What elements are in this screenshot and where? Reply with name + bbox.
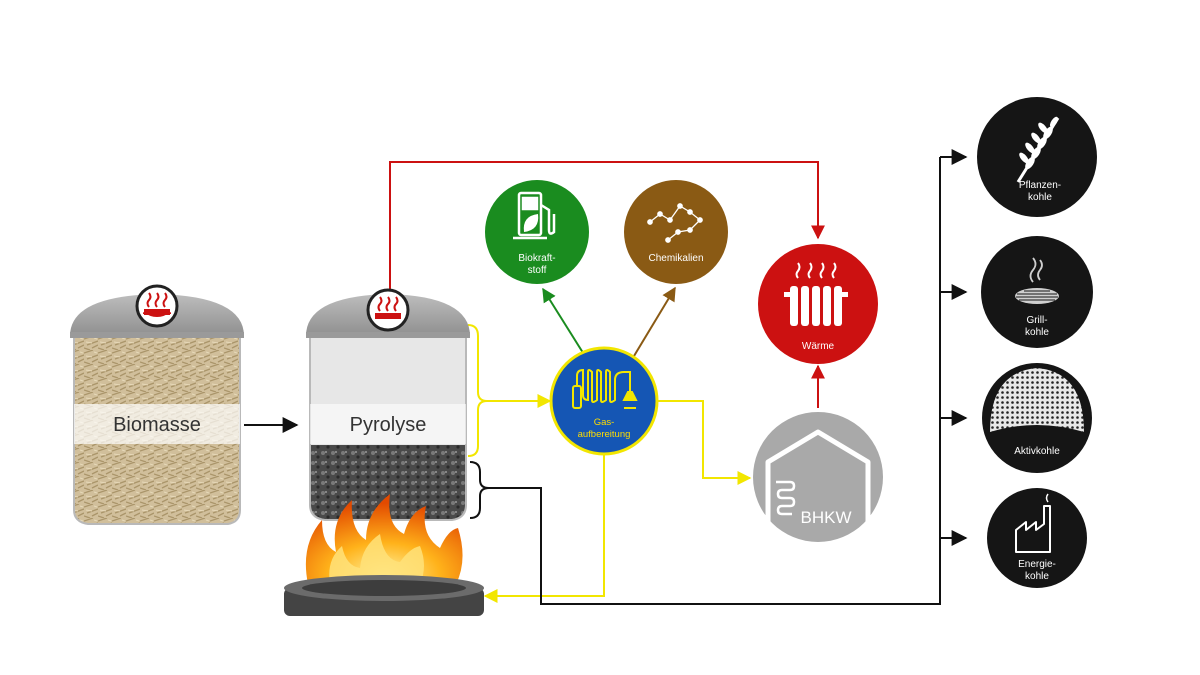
yellow-gas-brace (467, 324, 488, 457)
yellow-connector-gas-bhkw (658, 400, 752, 485)
bhkw-node: BHKW (753, 412, 883, 542)
burner (284, 575, 484, 616)
heat-icon-pyrolysis (366, 288, 410, 332)
bhkw-label: BHKW (801, 508, 852, 527)
yellow-connector-gas-burner (483, 450, 605, 603)
heat-label: Wärme (802, 341, 835, 352)
biomass-container: Biomasse (70, 294, 244, 525)
smoke-icon (1029, 257, 1043, 283)
fuel-pump-icon (513, 191, 556, 240)
coil-icon (776, 480, 796, 516)
radiator-icon (784, 286, 848, 326)
pyrolysis-container: Pyrolyse (306, 294, 470, 521)
chemicals-node: Chemikalien (624, 180, 728, 284)
activated-charcoal-label: Aktivkohle (1014, 446, 1060, 457)
biofuel-label-2: stoff (528, 265, 547, 276)
energy-charcoal-label-1: Energie- (1018, 559, 1056, 570)
biofuel-node: Biokraft- stoff (485, 180, 589, 284)
gas-treatment-label-2: aufbereitung (578, 429, 631, 440)
plant-charcoal-label-2: kohle (1028, 192, 1052, 203)
activated-carbon-pattern-icon (990, 368, 1084, 432)
plant-charcoal-label-1: Pflanzen- (1019, 180, 1061, 191)
leaf-icon (523, 214, 539, 232)
char-fill (311, 445, 465, 519)
molecule-icon (647, 203, 703, 243)
grill-charcoal-node: Grill- kohle (981, 236, 1093, 348)
factory-icon (1015, 505, 1051, 553)
black-char-brace (469, 461, 490, 519)
heat-waves-icon (795, 262, 837, 279)
grill-charcoal-label-1: Grill- (1026, 315, 1047, 326)
biomass-label: Biomasse (113, 414, 201, 436)
grill-charcoal-label-2: kohle (1025, 327, 1049, 338)
biomass-label-band (74, 404, 240, 444)
lab-apparatus-icon (572, 368, 638, 409)
chemicals-label: Chemikalien (648, 253, 703, 264)
green-connector-gas-biofuel (542, 287, 586, 357)
chimney-smoke-icon (1045, 493, 1049, 503)
grill-grate-icon (1015, 288, 1059, 304)
activated-charcoal-node: Aktivkohle (982, 363, 1092, 473)
house-icon (765, 429, 871, 524)
fire-icon (305, 494, 463, 584)
gas-treatment-node: Gas- aufbereitung (549, 346, 659, 456)
pyrolysis-label: Pyrolyse (350, 414, 427, 436)
heat-node: Wärme (758, 244, 878, 364)
energy-charcoal-node: Energie- kohle (987, 488, 1087, 588)
gas-treatment-label-1: Gas- (594, 417, 615, 428)
pyrolysis-label-band (310, 404, 466, 444)
energy-charcoal-label-2: kohle (1025, 571, 1049, 582)
red-connector-pyrolysis-heat (389, 161, 825, 290)
black-connector-char-out (489, 157, 941, 605)
biofuel-label-1: Biokraft- (518, 253, 555, 264)
brown-connector-gas-chemicals (633, 286, 676, 357)
plant-charcoal-node: Pflanzen- kohle (977, 97, 1097, 217)
wheat-icon (1016, 116, 1060, 183)
heat-icon-biomass (135, 284, 179, 328)
